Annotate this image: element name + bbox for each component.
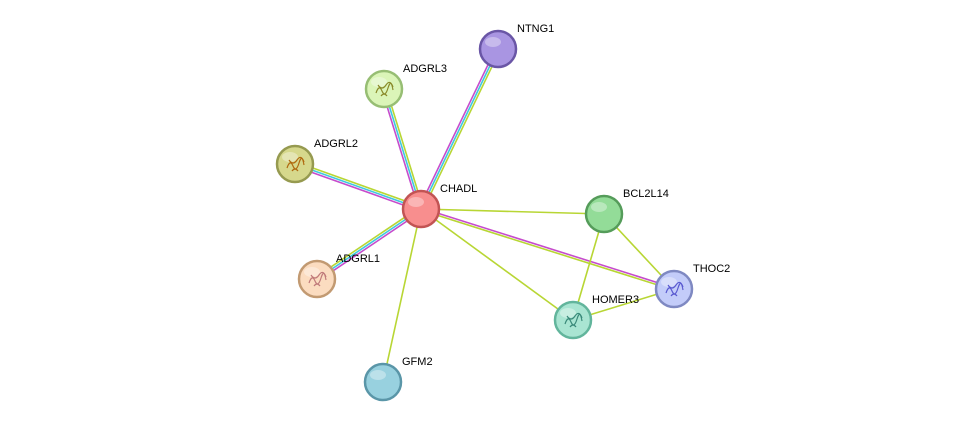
edge-chadl-adgrl3[interactable] bbox=[381, 88, 424, 210]
node-homer3[interactable]: HOMER3 bbox=[553, 294, 639, 340]
edge-chadl-ntng1[interactable] bbox=[418, 47, 501, 211]
node-highlight bbox=[370, 370, 386, 380]
node-highlight bbox=[485, 37, 501, 47]
protein-structure-icon bbox=[564, 312, 583, 328]
edge-chadl-adgrl2[interactable] bbox=[293, 161, 423, 212]
edge-chadl-adgrl1[interactable] bbox=[315, 206, 423, 282]
edge-chadl-thoc2[interactable] bbox=[420, 207, 675, 291]
node-label: BCL2L14 bbox=[623, 188, 669, 200]
node-bcl2l14[interactable]: BCL2L14 bbox=[584, 188, 669, 234]
node-label: CHADL bbox=[440, 183, 477, 195]
edge-evidence-line bbox=[316, 208, 422, 280]
edge-evidence-line bbox=[294, 163, 422, 210]
node-label: NTNG1 bbox=[517, 23, 554, 35]
node-circle[interactable] bbox=[364, 69, 404, 109]
protein-structure-icon bbox=[286, 156, 305, 172]
edge-evidence-line bbox=[382, 208, 422, 383]
node-label: GFM2 bbox=[402, 356, 433, 368]
node-label: ADGRL2 bbox=[314, 138, 358, 150]
node-chadl[interactable]: CHADL bbox=[401, 183, 477, 229]
node-circle[interactable] bbox=[363, 362, 403, 402]
edge-evidence-line bbox=[420, 209, 674, 291]
node-gfm2[interactable]: GFM2 bbox=[363, 356, 433, 402]
node-circle[interactable] bbox=[478, 29, 518, 69]
node-adgrl2[interactable]: ADGRL2 bbox=[275, 138, 358, 184]
node-label: ADGRL3 bbox=[403, 63, 447, 75]
node-circle[interactable] bbox=[654, 269, 694, 309]
edge-evidence-line bbox=[293, 165, 421, 212]
edge-evidence-line bbox=[315, 206, 421, 278]
node-circle[interactable] bbox=[275, 144, 315, 184]
edge-evidence-line bbox=[381, 89, 420, 210]
node-highlight bbox=[560, 308, 576, 318]
node-adgrl1[interactable]: ADGRL1 bbox=[297, 253, 380, 299]
node-circle[interactable] bbox=[297, 259, 337, 299]
node-label: HOMER3 bbox=[592, 294, 639, 306]
edge-chadl-bcl2l14[interactable] bbox=[420, 208, 605, 215]
node-ntng1[interactable]: NTNG1 bbox=[478, 23, 554, 69]
edge-evidence-line bbox=[385, 88, 424, 209]
edge-chadl-gfm2[interactable] bbox=[382, 208, 422, 383]
edge-evidence-line bbox=[420, 208, 574, 321]
protein-structure-icon bbox=[375, 81, 394, 97]
protein-structure-icon bbox=[665, 281, 684, 297]
node-highlight bbox=[591, 202, 607, 212]
node-thoc2[interactable]: THOC2 bbox=[654, 263, 730, 309]
edge-evidence-line bbox=[418, 47, 497, 209]
edge-evidence-line bbox=[383, 88, 422, 210]
node-circle[interactable] bbox=[401, 189, 441, 229]
protein-structure-icon bbox=[308, 271, 327, 287]
node-circle[interactable] bbox=[584, 194, 624, 234]
node-highlight bbox=[408, 197, 424, 207]
edge-evidence-line bbox=[420, 208, 605, 215]
node-label: ADGRL1 bbox=[336, 253, 380, 265]
node-highlight bbox=[282, 152, 298, 162]
node-label: THOC2 bbox=[693, 263, 730, 275]
node-highlight bbox=[304, 267, 320, 277]
node-adgrl3[interactable]: ADGRL3 bbox=[364, 63, 447, 109]
edge-chadl-homer3[interactable] bbox=[420, 208, 574, 321]
edges-layer bbox=[293, 47, 675, 383]
node-highlight bbox=[661, 277, 677, 287]
edge-evidence-line bbox=[420, 48, 499, 210]
node-circle[interactable] bbox=[553, 300, 593, 340]
edge-evidence-line bbox=[317, 210, 423, 282]
edge-evidence-line bbox=[295, 161, 423, 208]
node-highlight bbox=[371, 77, 387, 87]
edge-evidence-line bbox=[422, 49, 501, 211]
edge-evidence-line bbox=[421, 207, 675, 289]
